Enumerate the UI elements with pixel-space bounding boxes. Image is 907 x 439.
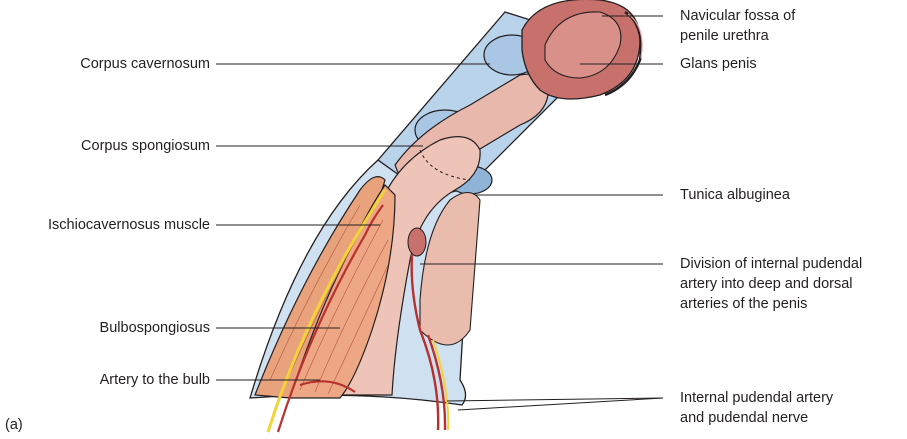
label-division-line-1: Division of internal pudendal [680, 254, 862, 274]
label-division-internal-pudendal-artery: Division of internal pudendal artery int… [680, 254, 862, 314]
label-tunica-albuginea: Tunica albuginea [680, 185, 790, 205]
label-internal-pudendal-line-1: Internal pudendal artery [680, 388, 833, 408]
artery-division-branch [408, 228, 426, 256]
label-navicular-fossa-line-1: Navicular fossa of [680, 6, 795, 26]
glans [522, 0, 642, 99]
label-division-line-3: arteries of the penis [680, 294, 862, 314]
label-ischiocavernosus-muscle: Ischiocavernosus muscle [48, 215, 210, 235]
label-internal-pudendal-artery: Internal pudendal artery and pudendal ne… [680, 388, 833, 428]
panel-letter: (a) [5, 415, 23, 435]
label-division-line-2: artery into deep and dorsal [680, 274, 862, 294]
label-artery-to-the-bulb: Artery to the bulb [100, 370, 210, 390]
label-navicular-fossa-line-2: penile urethra [680, 26, 795, 46]
label-bulbospongiosus: Bulbospongiosus [100, 318, 210, 338]
label-corpus-cavernosum: Corpus cavernosum [80, 54, 210, 74]
label-internal-pudendal-line-2: and pudendal nerve [680, 408, 833, 428]
label-corpus-spongiosum: Corpus spongiosum [81, 136, 210, 156]
label-navicular-fossa: Navicular fossa of penile urethra [680, 6, 795, 46]
label-glans-penis: Glans penis [680, 54, 757, 74]
